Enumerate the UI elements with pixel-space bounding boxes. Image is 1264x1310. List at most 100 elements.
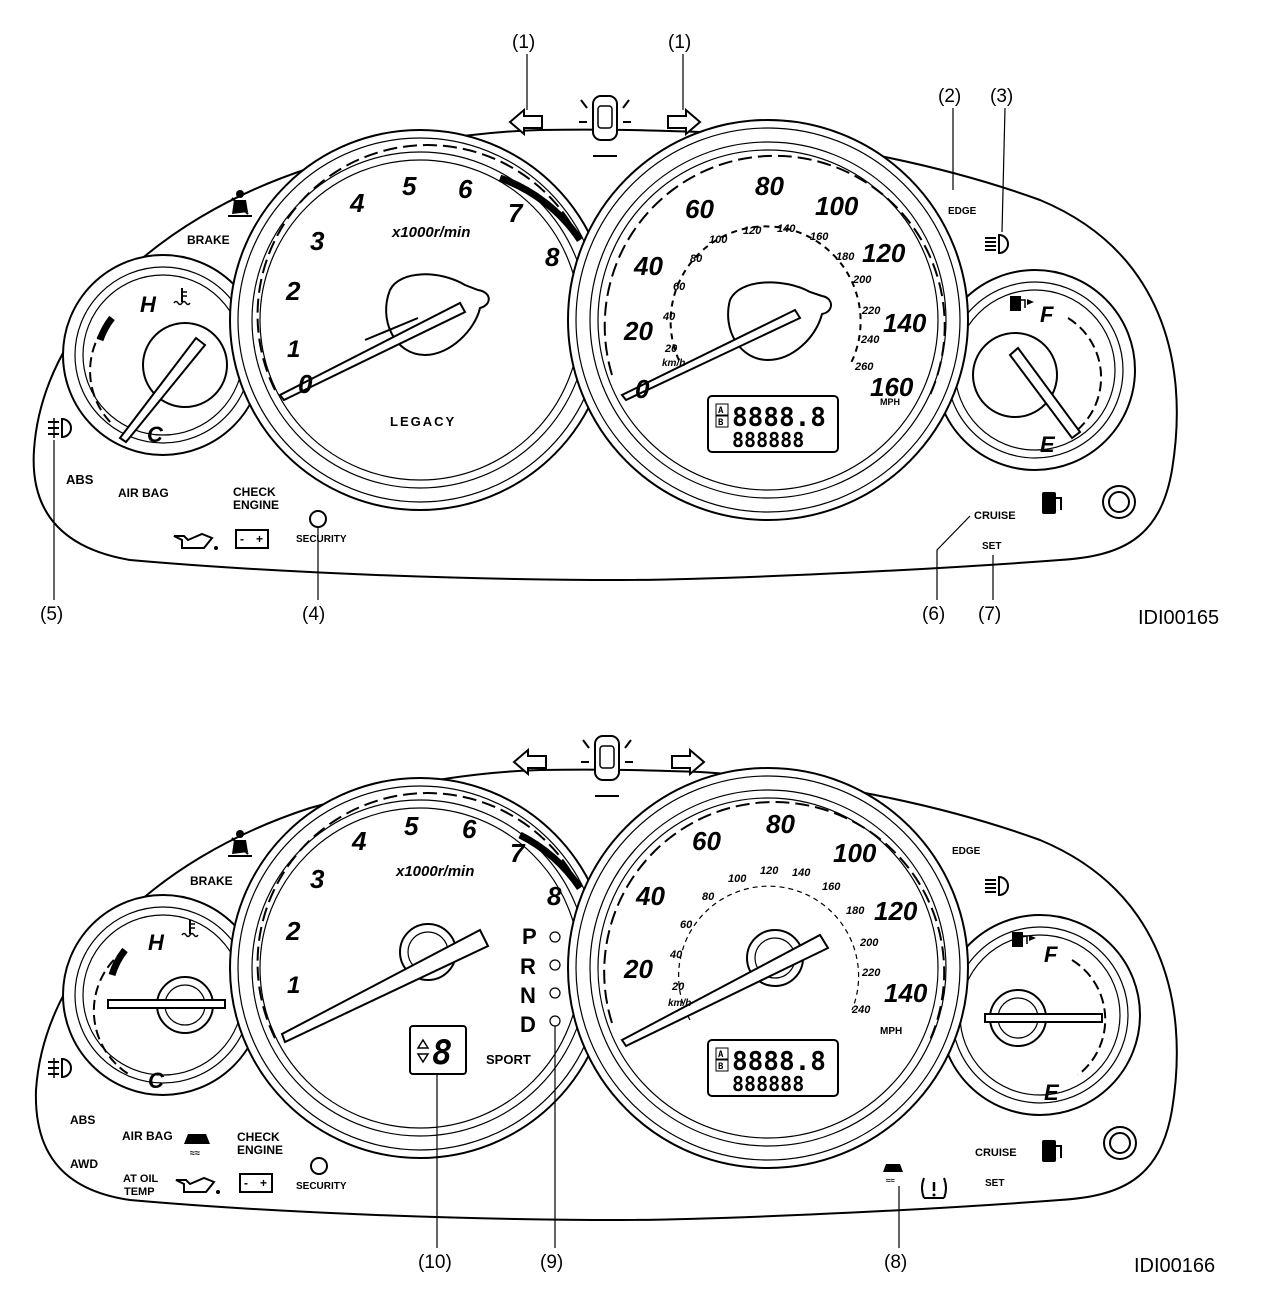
tach-numbers-2: 1 2 3 4 5 6 7 8 [285,811,562,999]
svg-text:5: 5 [404,811,419,841]
svg-text:180: 180 [846,905,865,917]
rpm-unit-label-2: x1000r/min [395,863,474,880]
fog-light-icon-1 [48,417,72,439]
fuel-gauge-1: F E [934,269,1136,471]
temp-hot-label-2: H [148,930,165,955]
oil-pressure-icon-2 [175,1176,220,1194]
tach-needle-1 [278,301,467,402]
gear-r: R [520,954,536,979]
rpm-unit-label-1: x1000r/min [391,224,470,241]
fuel-needle-2 [984,1013,1103,1023]
svg-text:8888.8: 8888.8 [732,403,826,433]
seatbelt-icon-2 [228,830,252,857]
svg-text:20: 20 [671,981,685,993]
callout-1-left: (1) [512,32,535,53]
security-label-2: SECURITY [296,1181,347,1192]
gear-position-indicator: P R N D [520,924,561,1037]
callout-2: (2) [938,86,961,107]
tachometer-2: 1 2 3 4 5 6 7 8 x1000r/min P R N D [229,777,611,1159]
temp-cold-label-2: C [148,1068,165,1093]
mph-unit-label-1: MPH [880,397,900,407]
cruise-label-2: CRUISE [975,1147,1017,1159]
svg-text:160: 160 [870,372,914,402]
callouts-1: (1) (1) (2) (3) (4) (5) (6) (7) [40,32,1013,625]
awd-label-2: AWD [70,1157,98,1171]
svg-text:80: 80 [702,891,715,903]
edge-label-1: EDGE [948,206,977,217]
svg-text:0: 0 [298,369,313,399]
svg-text:B: B [718,1062,724,1072]
svg-text:5: 5 [402,171,417,201]
svg-text:2: 2 [285,276,301,306]
svg-text:8: 8 [547,881,562,911]
security-led-1 [309,510,327,528]
odometer-display-1: A B 8888.8 888888 [707,395,839,453]
svg-text:140: 140 [777,223,796,235]
check-engine-label-2b: ENGINE [237,1143,283,1157]
fog-light-icon-2 [48,1057,72,1079]
temp-gauge-2: H C [62,894,264,1096]
svg-text:8888.8: 8888.8 [732,1047,826,1077]
svg-text:0: 0 [635,374,650,404]
svg-text:-: - [240,532,244,546]
svg-text:100: 100 [728,873,747,885]
svg-text:60: 60 [673,281,686,293]
svg-text:200: 200 [859,937,879,949]
gear-d: D [520,1012,536,1037]
svg-text:80: 80 [766,809,795,839]
fuel-needle-1 [1008,346,1082,440]
svg-text:8: 8 [432,1033,452,1073]
low-fuel-icon-2 [1042,1140,1062,1162]
svg-text:60: 60 [680,919,693,931]
at-oil-temp-label-b: TEMP [124,1186,155,1198]
svg-text:80: 80 [755,171,784,201]
svg-text:160: 160 [822,881,841,893]
trip-reset-knob-1 [1102,485,1136,519]
callout-6: (6) [922,604,945,625]
check-engine-label-1a: CHECK [233,485,276,499]
svg-text:200: 200 [852,274,872,286]
callout-3: (3) [990,86,1013,107]
temp-needle-2 [107,999,226,1009]
diagram-code-2: IDI00166 [1134,1255,1215,1277]
svg-text:220: 220 [861,305,881,317]
svg-text:≈≈: ≈≈ [886,1176,895,1185]
svg-text:+: + [260,1176,267,1190]
svg-text:100: 100 [709,234,728,246]
coolant-icon [173,288,191,306]
tach-needle-2 [280,928,490,1044]
svg-text:160: 160 [810,231,829,243]
airbag-label-2: AIR BAG [122,1129,173,1143]
kmh-unit-label-1: km/h [662,358,685,369]
callout-4: (4) [302,604,325,625]
svg-text:A: A [718,406,724,416]
svg-text:20: 20 [623,316,653,346]
svg-text:40: 40 [635,881,665,911]
airbag-label-1: AIR BAG [118,486,169,500]
svg-text:120: 120 [760,865,779,877]
vdc-warning-icon-2: ≈≈ [883,1164,903,1185]
check-engine-label-1b: ENGINE [233,498,279,512]
svg-text:60: 60 [685,194,714,224]
svg-text:888888: 888888 [732,428,804,452]
security-label-1: SECURITY [296,534,347,545]
fuel-full-label-2: F [1044,942,1058,967]
battery-icon-2: - + [239,1173,273,1193]
svg-text:7: 7 [508,198,524,228]
svg-text:80: 80 [690,253,703,265]
svg-text:60: 60 [692,826,721,856]
gear-p: P [522,924,537,949]
svg-text:-: - [244,1176,248,1190]
svg-text:120: 120 [874,896,918,926]
svg-text:3: 3 [310,864,325,894]
abs-label-2: ABS [70,1113,95,1127]
check-engine-label-2a: CHECK [237,1130,280,1144]
callout-1-right: (1) [668,32,691,53]
fuel-pump-icon-2 [1012,932,1036,947]
svg-text:100: 100 [815,191,859,221]
svg-text:+: + [256,532,263,546]
speedometer-2: 20 40 60 80 100 120 140 20 40 60 80 100 … [567,767,969,1169]
temp-cold-label: C [147,422,164,447]
high-beam-icon-1 [985,233,1009,255]
svg-text:120: 120 [743,225,762,237]
